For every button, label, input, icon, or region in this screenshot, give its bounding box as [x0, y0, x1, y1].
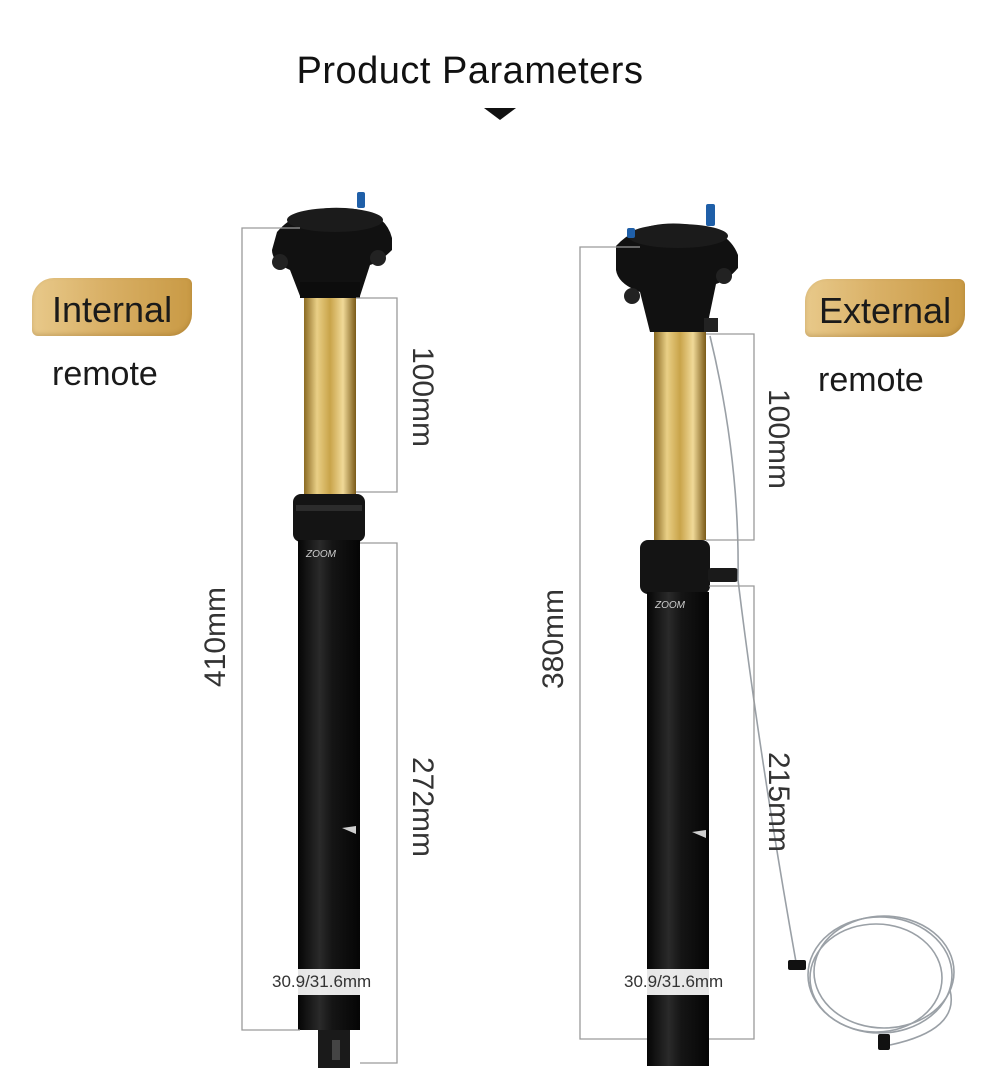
internal-stanchion [304, 298, 356, 494]
external-stanchion [654, 332, 706, 540]
external-collar [640, 540, 710, 594]
external-clamp-nut-right [716, 268, 732, 284]
external-logo-mark [692, 830, 706, 838]
external-total-length: 380mm [537, 588, 570, 689]
external-clamp-bolt [706, 204, 715, 226]
external-cable-coil-3 [813, 915, 955, 1029]
external-travel-bracket [706, 333, 755, 541]
external-insert-length: 215mm [762, 752, 795, 853]
internal-seatpost: ZOOM [272, 192, 392, 1068]
internal-diameter: 30.9/31.6mm [266, 969, 378, 995]
external-travel-length: 100mm [762, 389, 795, 490]
page-title: Product Parameters [296, 50, 644, 92]
internal-insert-length: 272mm [406, 757, 439, 858]
external-clamp-head [616, 223, 738, 332]
internal-travel-bracket [356, 297, 398, 493]
external-remote-cable [709, 335, 955, 1046]
external-total-bracket [579, 246, 647, 1040]
external-clamp-nut-left [624, 288, 640, 304]
internal-badge: Internal [32, 278, 192, 336]
internal-total-bracket [241, 227, 300, 1031]
internal-insert-bracket [360, 542, 398, 1064]
internal-total-length: 410mm [199, 586, 232, 687]
external-clamp-bolt-left [627, 228, 635, 238]
internal-collar-ring [296, 505, 362, 511]
internal-logo-mark [342, 826, 356, 834]
external-cable-lever [708, 568, 738, 582]
internal-collar [293, 494, 365, 542]
internal-clamp-nut-right [370, 250, 386, 266]
external-cable-stop [704, 318, 718, 332]
external-brand-text: ZOOM [654, 600, 686, 611]
external-clamp-top [628, 224, 728, 248]
external-cable-run [709, 335, 797, 963]
internal-clamp-bolt [357, 192, 365, 208]
internal-travel-length: 100mm [406, 347, 439, 448]
external-cable-tail [889, 989, 952, 1046]
external-cable-tie-1 [788, 960, 806, 970]
down-arrow-icon [484, 108, 516, 120]
internal-clamp-top [287, 208, 383, 232]
external-cable-tie-2 [878, 1034, 890, 1050]
internal-dimension-lines [241, 227, 398, 1064]
external-dimension-lines [579, 246, 755, 1040]
external-badge: External [805, 279, 965, 337]
internal-brand-text: ZOOM [305, 549, 337, 560]
internal-lower-tube [298, 540, 360, 1030]
external-subtitle: remote [818, 361, 924, 399]
external-insert-bracket [709, 585, 755, 1040]
internal-badge-label: Internal [52, 289, 173, 330]
internal-subtitle: remote [52, 355, 158, 393]
external-badge-label: External [819, 290, 952, 331]
internal-clamp-neck [300, 282, 360, 298]
external-cable-coil-1 [807, 916, 953, 1034]
external-diameter: 30.9/31.6mm [618, 969, 730, 995]
external-seatpost: ZOOM [616, 204, 738, 1066]
external-cable-coil-2 [809, 923, 943, 1033]
internal-clamp-nut-left [272, 254, 288, 270]
internal-bottom-slot [332, 1040, 340, 1060]
